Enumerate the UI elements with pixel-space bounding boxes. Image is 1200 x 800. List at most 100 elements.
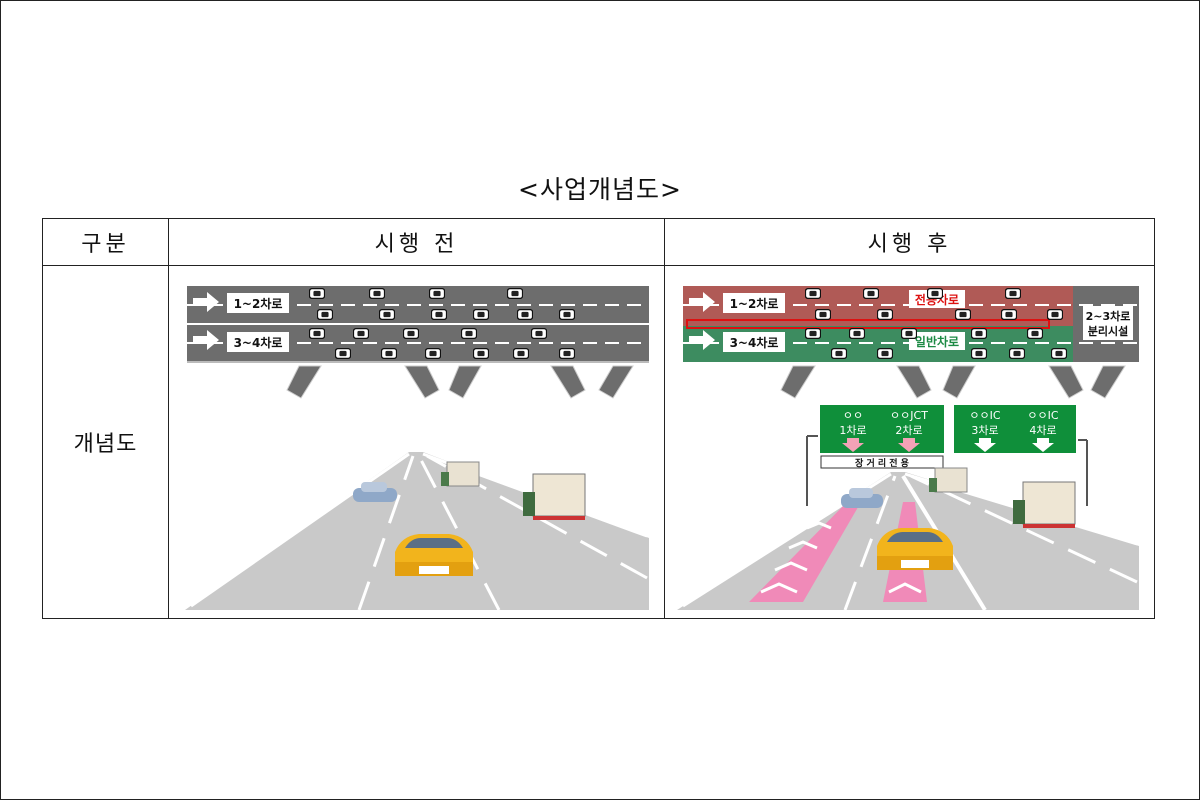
ramp [1090,365,1126,399]
before-lane-label-lower: 3~4차로 [234,335,283,350]
car-icon [425,348,441,359]
truck-near [1013,481,1076,528]
dedicated-lane-label: 전용차로 [915,292,959,307]
yellow-taxi [395,534,473,576]
after-lane-label-upper: 1~2차로 [730,296,779,311]
lane-dash [843,475,897,611]
lane-dash [357,455,415,611]
before-illustration: 1~2차로 3~4차로 [185,286,649,611]
before-lane-label-box-upper [227,293,289,313]
after-road-diagram: 1~2차로 3~4차로 전용차로 일반차로 2~3차로 분리시설 [683,286,1139,399]
car-icon [805,288,821,299]
sign-right-dest2: ㅇㅇIC [1027,409,1058,422]
ramp [942,365,976,399]
after-lane-label-box-upper [723,293,785,313]
car-icon [531,328,547,339]
ramp [896,365,932,399]
header-category: 구분 [42,218,169,266]
car-icon [863,288,879,299]
document-title: <사업개념도> [518,175,682,204]
car-icon [1009,348,1025,359]
ramp [780,365,816,399]
car-icon [901,328,917,339]
ramp [448,365,482,399]
header-row: 구분 시행 전 시행 후 [42,218,1155,266]
road-edge-line [190,452,410,608]
silver-car [841,488,883,508]
lane-dash [417,455,501,611]
ramp [286,365,322,399]
arrow-down-icon [898,438,920,452]
car-icon [369,288,385,299]
car-icon [877,309,893,320]
chevron-marking-left [749,502,861,602]
after-lane-label-lower: 3~4차로 [730,335,779,350]
overhead-sign-gantry: ㅇㅇ ㅇㅇJCT 1차로 2차로 장 거 리 전 용 ㅇㅇIC ㅇㅇIC 3차로… [806,403,1088,506]
sign-left-dest1: ㅇㅇ [843,409,863,422]
concept-table: 구분 시행 전 시행 후 개념도 [42,218,1155,619]
sign-sub-text: 장 거 리 전 용 [855,457,909,469]
ramp [598,365,634,399]
before-arrow-icon-upper [193,292,219,312]
car-icon [513,348,529,359]
separator-facility-outline [686,319,1050,329]
dedicated-lane-label-box [909,290,965,308]
truck-far [929,467,968,493]
arrow-down-icon [974,438,996,452]
car-icon [971,348,987,359]
row-label: 개념도 [42,265,169,619]
after-illustration-cell: 1~2차로 3~4차로 전용차로 일반차로 2~3차로 분리시설 [664,265,1155,619]
ramp [404,365,440,399]
car-icon [379,309,395,320]
sign-right-lane2: 4차로 [1029,424,1056,437]
car-icon [1051,348,1067,359]
car-icon [317,309,333,320]
car-icon [309,288,325,299]
car-icon [353,328,369,339]
car-icon [877,348,893,359]
after-arrow-icon-lower [689,330,715,350]
after-arrow-icon-upper [689,292,715,312]
sign-left-dest2: ㅇㅇJCT [890,409,928,422]
car-icon [381,348,397,359]
car-icon [831,348,847,359]
car-icon [507,288,523,299]
silver-car [353,482,397,502]
car-icon [1005,288,1021,299]
general-lane-label-box [909,332,965,350]
car-icon [403,328,419,339]
before-arrow-icon-lower [193,330,219,350]
sign-subplate [820,455,944,469]
ramp [550,365,586,399]
truck-near [523,473,586,520]
separator-label-line1: 2~3차로 [1086,309,1131,323]
before-perspective-road [185,452,649,611]
car-icon [815,309,831,320]
car-icon [1027,328,1043,339]
after-ramps [780,365,1126,399]
after-perspective-road [677,467,1139,612]
arrow-down-icon [842,438,864,452]
car-icon [431,309,447,320]
before-road-diagram: 1~2차로 3~4차로 [187,286,649,399]
car-icon [429,288,445,299]
before-illustration-cell: 1~2차로 3~4차로 [168,265,665,619]
before-lane-label-box-lower [227,332,289,352]
car-icon [473,309,489,320]
yellow-taxi [877,528,953,570]
sign-panel-right [952,403,1078,455]
truck-far [441,461,480,487]
header-after: 시행 후 [664,218,1155,266]
after-illustration: 1~2차로 3~4차로 전용차로 일반차로 2~3차로 분리시설 [677,286,1139,612]
concept-row: 개념도 [42,265,1155,619]
separator-label-line2: 분리시설 [1088,324,1128,338]
car-icon [971,328,987,339]
car-icon [805,328,821,339]
before-lane-label-upper: 1~2차로 [234,296,283,311]
car-icon [1047,309,1063,320]
sign-panel-left [818,403,946,455]
car-icon [461,328,477,339]
sign-right-dest1: ㅇㅇIC [969,409,1000,422]
car-icon [559,348,575,359]
car-icon [1001,309,1017,320]
